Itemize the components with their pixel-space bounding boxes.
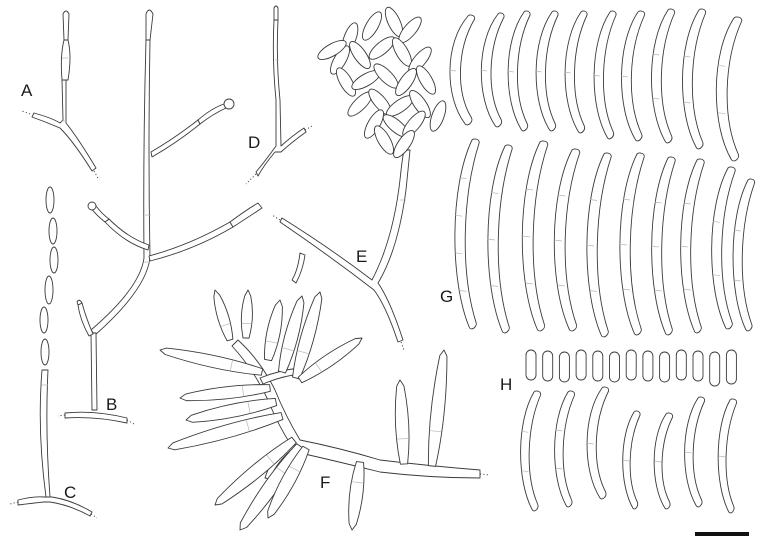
panel-label-f: F	[320, 473, 330, 492]
phialide-f-1	[213, 289, 234, 342]
panel-c-drawing	[9, 186, 98, 519]
conidium-g-top-4	[535, 10, 559, 132]
conidium-h-small-7	[625, 349, 637, 381]
conidium-e-6	[349, 40, 371, 70]
phialide-f-8	[179, 384, 271, 402]
conidium-e-13	[395, 67, 417, 97]
panel-label-c: C	[64, 483, 76, 502]
phialide-f-3	[264, 299, 283, 362]
conidium-h-large-1	[520, 390, 542, 512]
conidium-e-5	[330, 45, 350, 75]
conidium-e-25	[317, 40, 347, 60]
conidium-h-small-13	[725, 349, 737, 385]
conidium-h-small-11	[692, 350, 704, 382]
conidium-h-small-6	[609, 351, 620, 383]
panel-e-drawing	[271, 6, 447, 351]
conidium-h-small-4	[575, 349, 587, 381]
phialide-f-6	[297, 337, 363, 384]
panel-label-e: E	[356, 247, 367, 266]
conidium-h-small-8	[642, 350, 654, 382]
phialide-f-14	[348, 461, 365, 531]
conidium-g-top-2	[480, 12, 505, 128]
conidium-e-22	[374, 125, 394, 155]
conidium-g-bottom-10	[732, 178, 756, 332]
conidium-g-bottom-2	[487, 144, 513, 334]
panel-h-drawing	[520, 349, 738, 514]
conidium-g-bottom-7	[651, 156, 676, 336]
conidium-e-18	[409, 89, 431, 119]
phialide-f-15	[394, 379, 410, 465]
phialide-f-5	[292, 291, 323, 380]
phialide-f-16	[427, 349, 448, 467]
conidium-h-large-5	[653, 412, 674, 510]
panel-label-a: A	[21, 81, 33, 100]
conidium-e-2	[362, 11, 382, 41]
conidium-g-bottom-9	[711, 166, 736, 330]
conidium-g-bottom-5	[586, 152, 612, 338]
scale-bar	[695, 532, 749, 536]
conidium-e-23	[393, 129, 415, 159]
conidium-g-top-9	[682, 8, 707, 150]
conidium-e-14	[416, 65, 436, 95]
conidium-h-large-7	[717, 398, 738, 514]
phialide-f-11	[214, 436, 297, 506]
conidium-g-bottom-3	[521, 140, 549, 332]
panel-label-h: H	[500, 375, 512, 394]
conidium-g-top-8	[651, 8, 676, 144]
conidium-g-bottom-6	[619, 152, 645, 336]
panel-f-drawing	[159, 289, 491, 531]
conidium-g-top-6	[593, 10, 617, 140]
panel-label-g: G	[440, 287, 453, 306]
conidium-h-small-12	[709, 351, 721, 387]
phialide-f-7	[159, 347, 264, 376]
panel-label-d: D	[248, 133, 260, 152]
panel-b-drawing	[57, 9, 263, 425]
conidium-h-large-3	[586, 386, 610, 500]
conidium-h-large-2	[554, 390, 576, 508]
phialide-f-10	[167, 412, 284, 451]
conidium-h-small-9	[659, 351, 671, 383]
conidium-h-large-6	[684, 396, 706, 508]
panel-label-b: B	[106, 395, 117, 414]
conidium-h-small-10	[675, 349, 687, 381]
conidium-h-large-4	[622, 410, 641, 510]
panel-a-drawing	[21, 10, 100, 181]
conidium-g-top-3	[507, 10, 531, 132]
conidium-g-bottom-8	[680, 158, 705, 334]
conidium-h-small-5	[592, 350, 604, 382]
conidium-e-10	[336, 67, 356, 97]
conidium-g-bottom-4	[553, 148, 581, 332]
conidium-g-top-1	[449, 14, 476, 126]
phialide-f-9	[185, 398, 278, 423]
panel-d-drawing	[245, 5, 313, 185]
conidium-g-top-10	[715, 16, 743, 162]
phialide-f-2	[240, 289, 253, 339]
phialide-f-4	[278, 295, 305, 374]
phialide-f-13	[267, 445, 310, 519]
panel-g-drawing	[449, 8, 756, 338]
conidium-g-bottom-1	[454, 138, 480, 330]
conidium-h-small-1	[525, 349, 537, 381]
conidium-h-small-2	[542, 350, 554, 382]
conidium-h-small-3	[558, 351, 570, 383]
conidium-g-top-5	[564, 10, 588, 134]
conidium-e-24	[429, 100, 447, 132]
conidium-g-top-7	[621, 10, 646, 142]
